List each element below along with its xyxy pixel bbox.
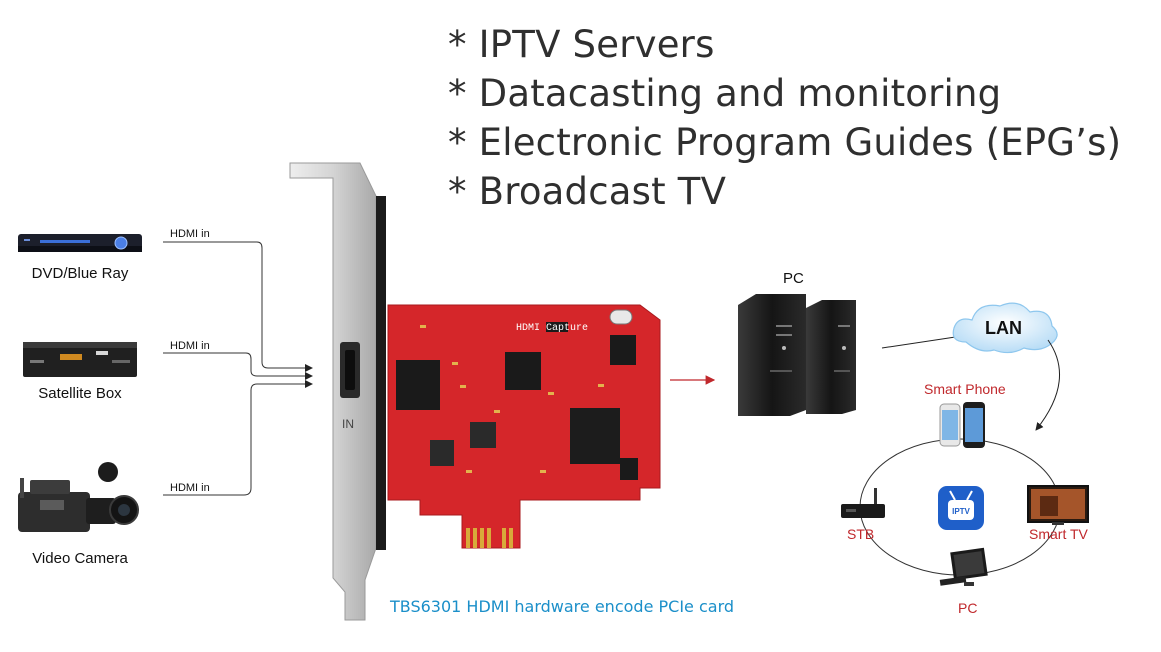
hdmi-cable-camera (163, 380, 313, 496)
pc-server-icon (738, 294, 856, 416)
satellite-receiver-icon (23, 342, 137, 377)
video-camera-icon (18, 462, 139, 532)
source-label-camera: Video Camera (32, 550, 128, 567)
hdmi-cable-satellite (163, 352, 313, 380)
hdmi-in-label-dvd: HDMI in (170, 228, 210, 240)
dvd-player-icon (18, 234, 142, 252)
lan-label: LAN (985, 318, 1022, 338)
svg-text:IPTV: IPTV (952, 507, 970, 516)
pc-to-lan-line (881, 335, 963, 349)
client-pc-label: PC (958, 600, 978, 616)
chip-1 (396, 360, 440, 410)
bullet-item: * IPTV Servers (448, 23, 715, 66)
metal-bracket (289, 162, 377, 621)
stb-icon (841, 488, 885, 518)
hdmi-in-label-camera: HDMI in (170, 482, 210, 494)
chip-fpga (570, 408, 620, 464)
hdmi-in-label-satellite: HDMI in (170, 340, 210, 352)
bullet-item: * Broadcast TV (448, 170, 727, 213)
board-silkscreen: HDMI Capture (516, 323, 588, 334)
bullet-item: * Datacasting and monitoring (448, 72, 1002, 115)
source-label-satellite: Satellite Box (38, 385, 122, 402)
smart-phone-icon (939, 402, 985, 448)
smart-tv-label: Smart TV (1029, 526, 1088, 542)
hdmi-cable-dvd (163, 241, 313, 372)
lan-cloud-icon (952, 302, 1058, 354)
card-caption: TBS6301 HDMI hardware encode PCIe card (390, 597, 735, 616)
lan-to-clients-arrow (1035, 339, 1060, 431)
pcie-card-illustration: HDMI Capture IN (289, 162, 661, 621)
source-label-dvd: DVD/Blue Ray (31, 265, 129, 282)
bullet-item: * Electronic Program Guides (EPG’s) (448, 121, 1122, 164)
iptv-app-icon: IPTV (938, 486, 984, 530)
pc-label: PC (783, 270, 804, 287)
smart-phone-label: Smart Phone (924, 381, 1006, 397)
chip-2 (505, 352, 541, 390)
smart-tv-icon (1027, 485, 1089, 525)
pc-monitor-icon (939, 547, 988, 586)
feature-bullet-list: * IPTV Servers * Datacasting and monitor… (448, 20, 1121, 216)
stb-label: STB (847, 526, 875, 542)
port-in-label: IN (342, 417, 354, 431)
red-pcb (387, 304, 661, 549)
